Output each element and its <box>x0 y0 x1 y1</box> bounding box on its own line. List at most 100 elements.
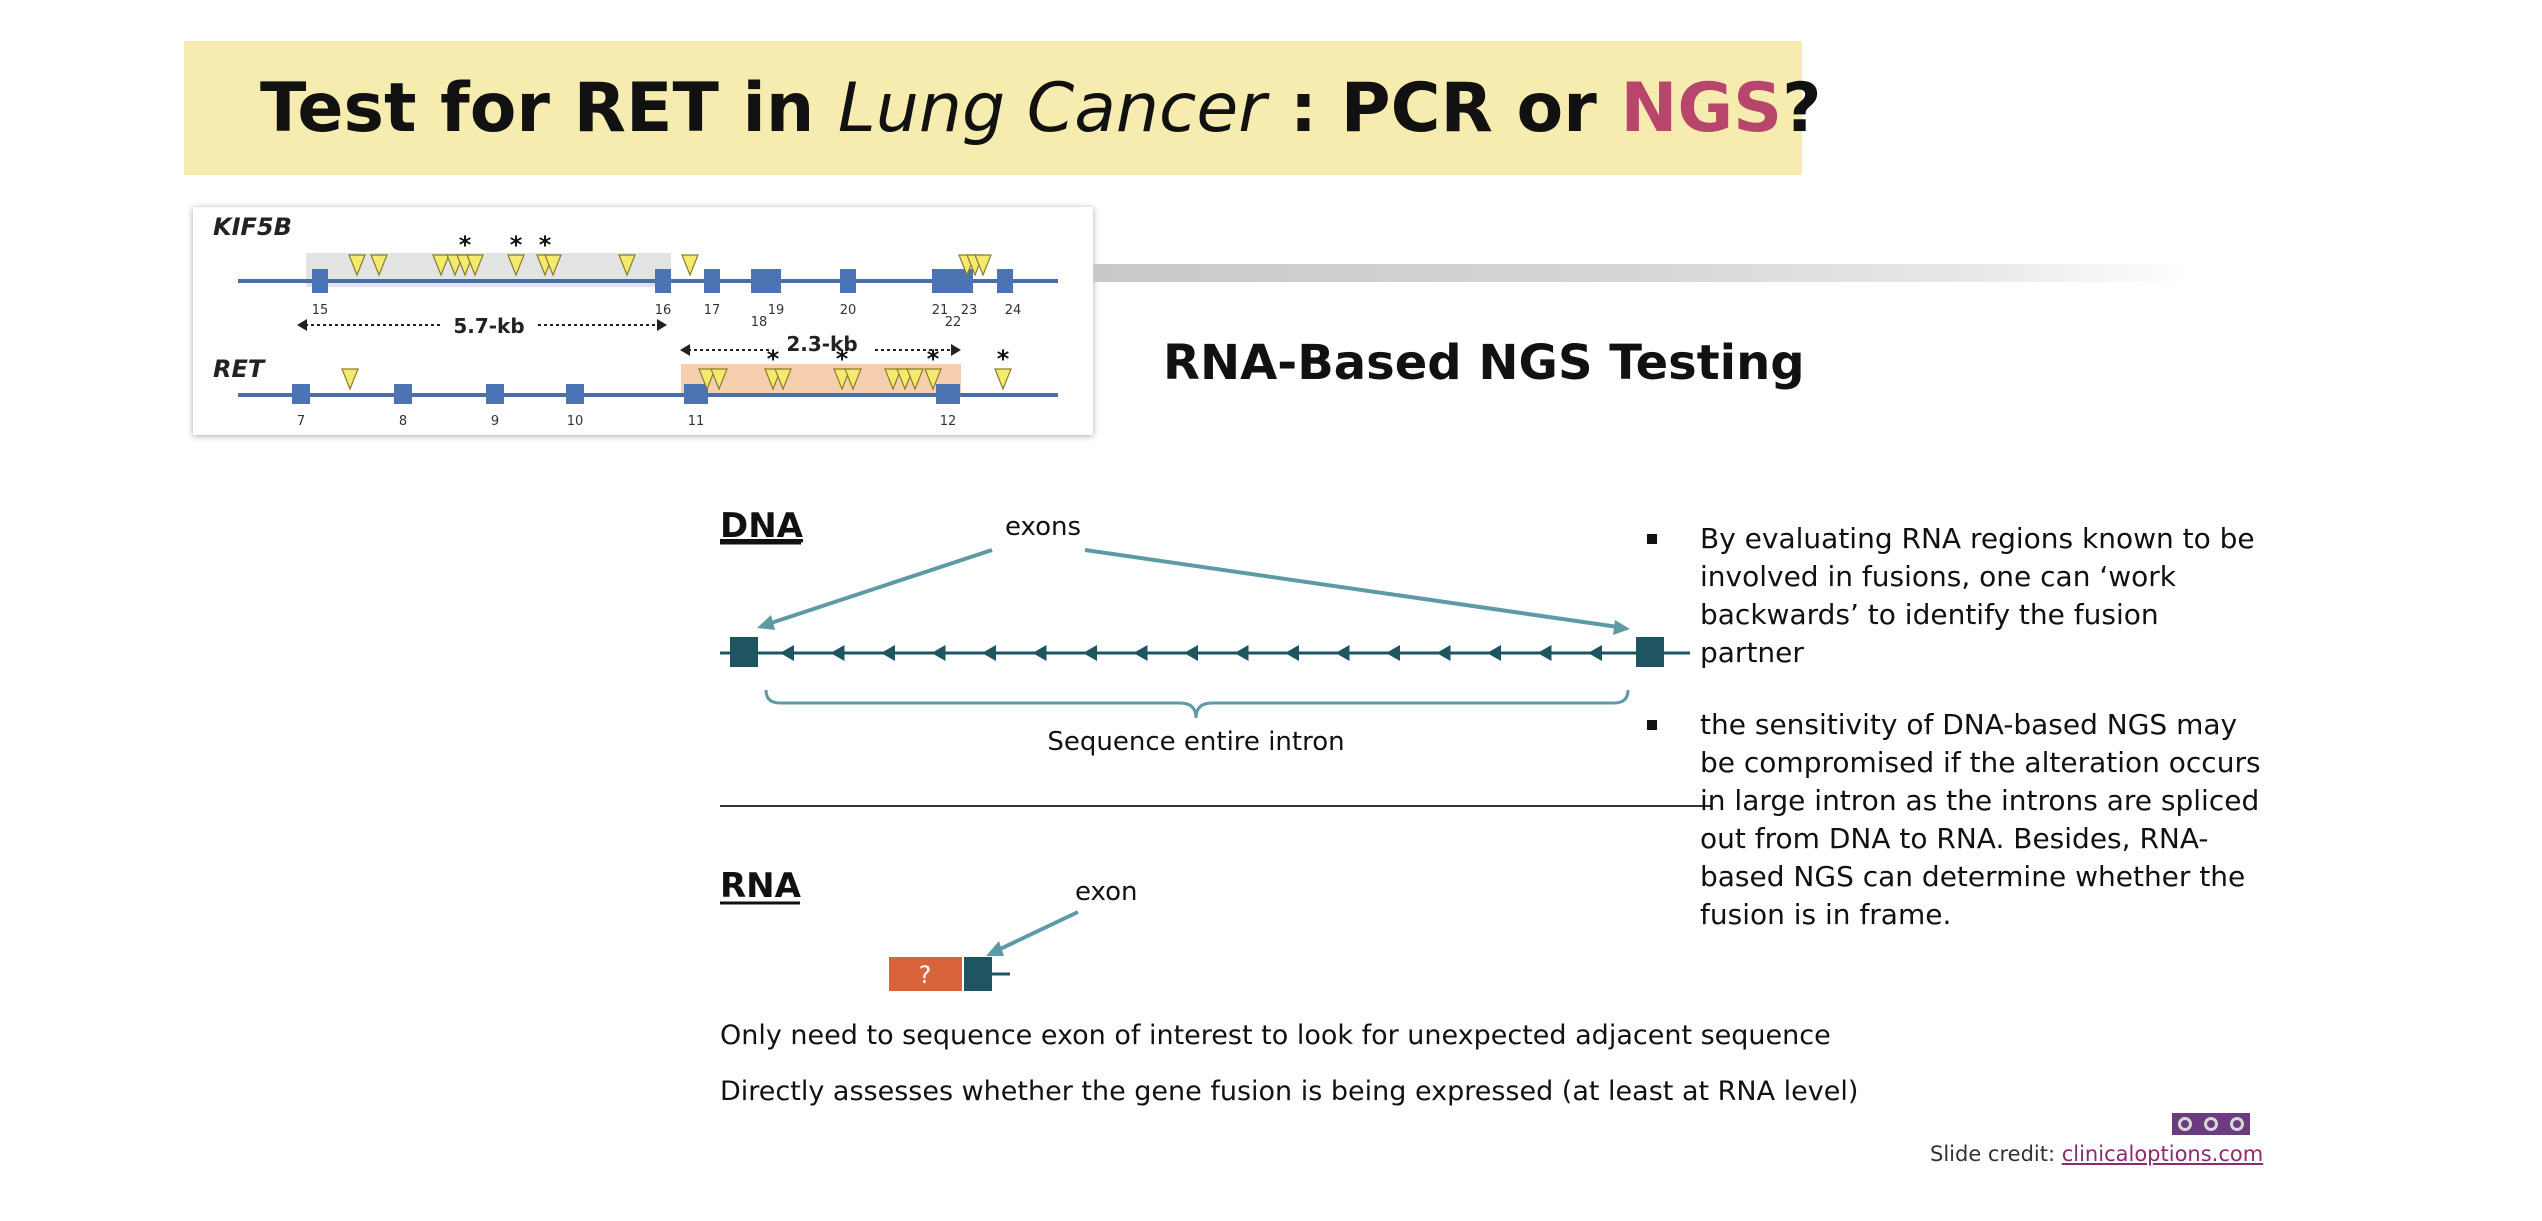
kif5b-exon-number: 16 <box>655 303 672 318</box>
title-part-5: ? <box>1782 68 1822 148</box>
logo-circle <box>2178 1117 2192 1131</box>
cco-logo-icon <box>2172 1113 2250 1135</box>
dna-arrow <box>1537 645 1552 661</box>
dna-arrow <box>830 645 845 661</box>
ret-breakpoint-triangle <box>924 368 942 391</box>
rna-exon-pointer <box>997 910 1079 952</box>
ret-exon <box>566 384 584 404</box>
ret-exon <box>486 384 504 404</box>
dna-arrow <box>1335 645 1350 661</box>
dna-arrow <box>881 645 895 661</box>
kif5b-breakpoint-triangle <box>681 254 699 277</box>
ret-breakpoint-triangle <box>774 368 792 391</box>
ret-exon-number: 11 <box>688 414 705 429</box>
logo-circle <box>2204 1117 2218 1131</box>
dna-label: DNA <box>720 506 804 546</box>
kif5b-exon <box>840 269 856 293</box>
exon-pointer-right-head <box>1613 620 1630 635</box>
dna-exons-label: exons <box>1005 512 1081 542</box>
intron-label: Sequence entire intron <box>1047 727 1344 757</box>
breakpoint-star: * <box>459 231 472 259</box>
kif5b-exon-number: 19 <box>768 303 785 318</box>
kif5b-exon <box>765 269 781 293</box>
ret-breakpoint-triangle <box>698 368 716 391</box>
ret-breakpoints: **** <box>341 345 1012 391</box>
kif5b-exon-number: 20 <box>840 303 857 318</box>
dna-arrow <box>1436 645 1451 661</box>
exon-pointer-right <box>1084 548 1619 629</box>
credit-link[interactable]: clinicaloptions.com <box>2061 1142 2264 1166</box>
dna-arrow <box>931 645 946 661</box>
dna-arrow <box>1386 645 1400 661</box>
intron-bracket <box>764 689 1630 719</box>
ret-exon-number: 10 <box>567 414 584 429</box>
ret-breakpoint-triangle <box>341 368 359 391</box>
ret-breakpoint-triangle <box>710 368 728 391</box>
ret-exon-number: 12 <box>940 414 957 429</box>
dna-arrow <box>1032 645 1047 661</box>
ret-label: RET <box>213 355 266 383</box>
kif5b-exon <box>751 269 767 293</box>
kif5b-label: KIF5B <box>213 213 292 241</box>
ret-exon-number: 7 <box>297 414 305 429</box>
breakpoint-star: * <box>836 345 849 373</box>
bullet-line: By evaluating RNA regions known to be <box>1700 522 2255 555</box>
breakpoint-star: * <box>767 345 780 373</box>
dna-arrow <box>982 645 996 661</box>
credit-prefix: Slide credit: <box>1930 1142 2062 1166</box>
dna-arrow <box>1234 645 1249 661</box>
dna-arrow <box>1133 645 1148 661</box>
breakpoint-star: * <box>539 231 552 259</box>
kif5b-distance-arrow: 5.7-kb <box>297 314 667 338</box>
dna-arrow <box>1487 645 1501 661</box>
breakpoint-star: * <box>927 345 940 373</box>
bullet-item: the sensitivity of DNA-based NGS may be … <box>1645 706 2305 934</box>
exon-pointer-left-head <box>757 615 775 630</box>
kif5b-breakpoints: * * * <box>348 231 992 277</box>
note-expression: Directly assesses whether the gene fusio… <box>720 1076 1859 1107</box>
title-part-highlight: NGS <box>1620 68 1783 148</box>
kif5b-exon <box>957 269 973 293</box>
ret-distance-arrow: 2.3-kb <box>680 332 961 356</box>
ret-exons: 7 8 9 10 11 12 <box>292 384 960 429</box>
title-part-1: Test for RET in <box>260 68 838 148</box>
title-part-3: : PCR or <box>1266 68 1621 148</box>
rna-unknown-mark: ? <box>919 961 932 989</box>
dna-exon-left <box>730 637 758 667</box>
bullet-line: be compromised if the alteration occurs <box>1700 746 2261 779</box>
rna-exon-label: exon <box>1075 877 1138 907</box>
section-heading: RNA-Based NGS Testing <box>1163 335 1805 391</box>
ret-exon <box>684 384 708 404</box>
dna-arrow <box>780 645 794 661</box>
kif5b-breakpoint-triangle <box>466 254 484 277</box>
kif5b-exon-number: 21 <box>932 303 949 318</box>
breakpoint-star: * <box>510 231 523 259</box>
rna-exon <box>964 957 992 991</box>
logo-circle <box>2230 1117 2244 1131</box>
ret-breakpoint-triangle <box>994 368 1012 391</box>
title-banner: Test for RET in Lung Cancer : PCR or NGS… <box>184 41 1822 175</box>
bullet-item: By evaluating RNA regions known to be in… <box>1645 520 2305 672</box>
dna-arrow <box>1184 645 1198 661</box>
ret-exon <box>394 384 412 404</box>
rna-unknown-partner <box>889 957 962 991</box>
ret-exon-number: 9 <box>491 414 499 429</box>
ret-exon-number: 8 <box>399 414 407 429</box>
bullet-line: based NGS can determine whether the <box>1700 860 2246 893</box>
bullet-marker <box>1647 534 1657 544</box>
ret-breakpoint-triangle <box>844 368 862 391</box>
bullet-line: backwards’ to identify the fusion <box>1700 598 2159 631</box>
kif5b-exon-number: 22 <box>945 315 962 330</box>
kif5b-exon <box>655 269 671 293</box>
bullet-line: out from DNA to RNA. Besides, RNA- <box>1700 822 2209 855</box>
note-sequence-exon: Only need to sequence exon of interest t… <box>720 1020 1831 1051</box>
ret-breakpoint-triangle <box>906 368 924 391</box>
kif5b-exon <box>932 269 948 293</box>
kif5b-exon <box>312 269 328 293</box>
kif5b-exon-number: 17 <box>704 303 721 318</box>
title-part-italic: Lung Cancer <box>837 68 1267 148</box>
bullet-line: partner <box>1700 636 1804 669</box>
